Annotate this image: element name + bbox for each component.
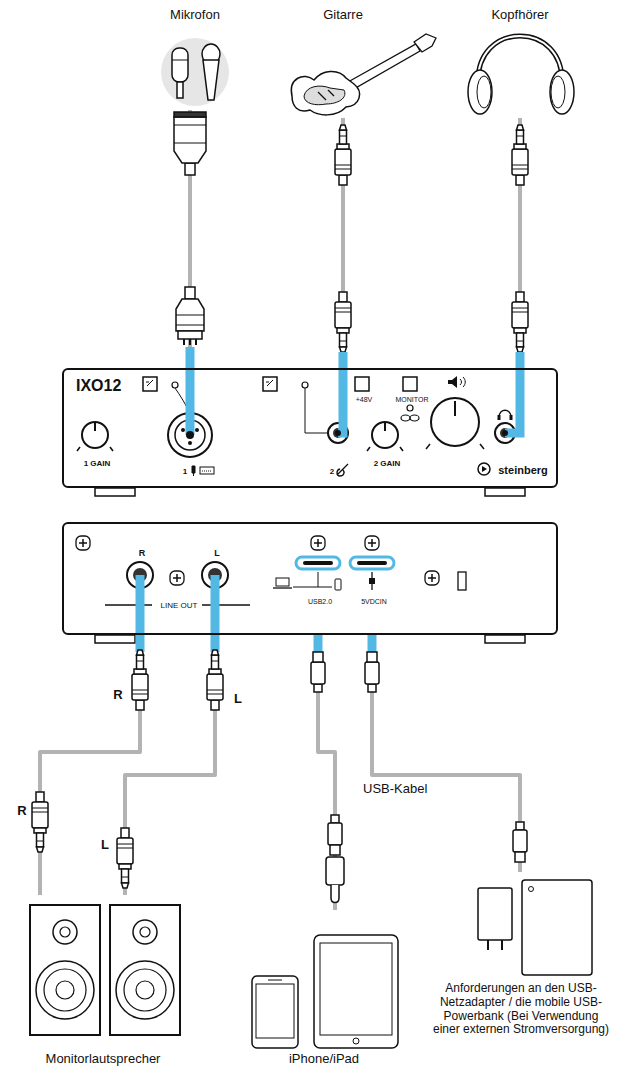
headphones-output: Kopfhörer: [462, 6, 582, 118]
channel-label: L: [100, 838, 110, 853]
panel-label: MONITOR: [396, 396, 429, 404]
panel-label: 1: [183, 467, 187, 476]
headphones-illustration: [468, 36, 574, 352]
panel-label: L: [214, 548, 220, 558]
cable-plugs: [32, 650, 527, 903]
node-heading: Kopfhörer: [491, 8, 548, 23]
node-heading: iPhone/iPad: [289, 1052, 359, 1067]
mobile-device-illustration: [252, 935, 398, 1048]
panel-label: LINE OUT: [161, 601, 198, 610]
panel-label: 2: [330, 467, 334, 476]
cable-label: USB-Kabel: [362, 782, 428, 797]
channel-label: R: [112, 688, 123, 703]
power-supply-illustration: [478, 880, 592, 975]
front-jack-centres: [186, 430, 508, 439]
panel-label: +48V: [356, 396, 373, 404]
guitar-source: Gitarre: [278, 6, 440, 118]
cable: [125, 635, 215, 895]
panel-label: 1 GAIN: [84, 459, 111, 468]
node-heading: R: [139, 548, 146, 558]
front-panel-controls: [77, 376, 525, 496]
channel-label: L: [233, 692, 243, 707]
front-panel: IXO12 1 GAIN 1 +48V MONITOR 2 2 GAIN steinberg: [62, 368, 558, 488]
connection-highlight: [140, 347, 520, 652]
cable: [40, 635, 140, 895]
node-heading: IXO12: [76, 377, 121, 395]
power-supply: Anforderungen an den USB-Netzadapter / d…: [430, 872, 613, 1073]
panel-label: 5VDCIN: [361, 598, 387, 606]
cable: [372, 635, 520, 872]
channel-label: R: [16, 804, 27, 819]
guitar-illustration: [291, 34, 436, 352]
panel-label: USB2.0: [308, 598, 332, 606]
monitor-speakers: Monitorlautsprecher: [20, 895, 185, 1073]
panel-label: steinberg: [498, 464, 548, 477]
mobile-device: iPhone/iPad: [240, 910, 405, 1073]
speaker-illustration: [30, 905, 180, 1035]
microphone-illustration: [161, 38, 229, 345]
node-heading: Gitarre: [323, 8, 363, 23]
back-panel: R L LINE OUT USB2.0 5VDCIN: [62, 522, 558, 635]
microphone-source: Mikrofon: [150, 6, 240, 110]
panel-label: 2 GAIN: [374, 459, 401, 468]
node-heading: Anforderungen an den USB-Netzadapter / d…: [432, 982, 610, 1037]
node-heading: Monitorlautsprecher: [46, 1052, 161, 1067]
node-heading: Mikrofon: [170, 8, 220, 23]
